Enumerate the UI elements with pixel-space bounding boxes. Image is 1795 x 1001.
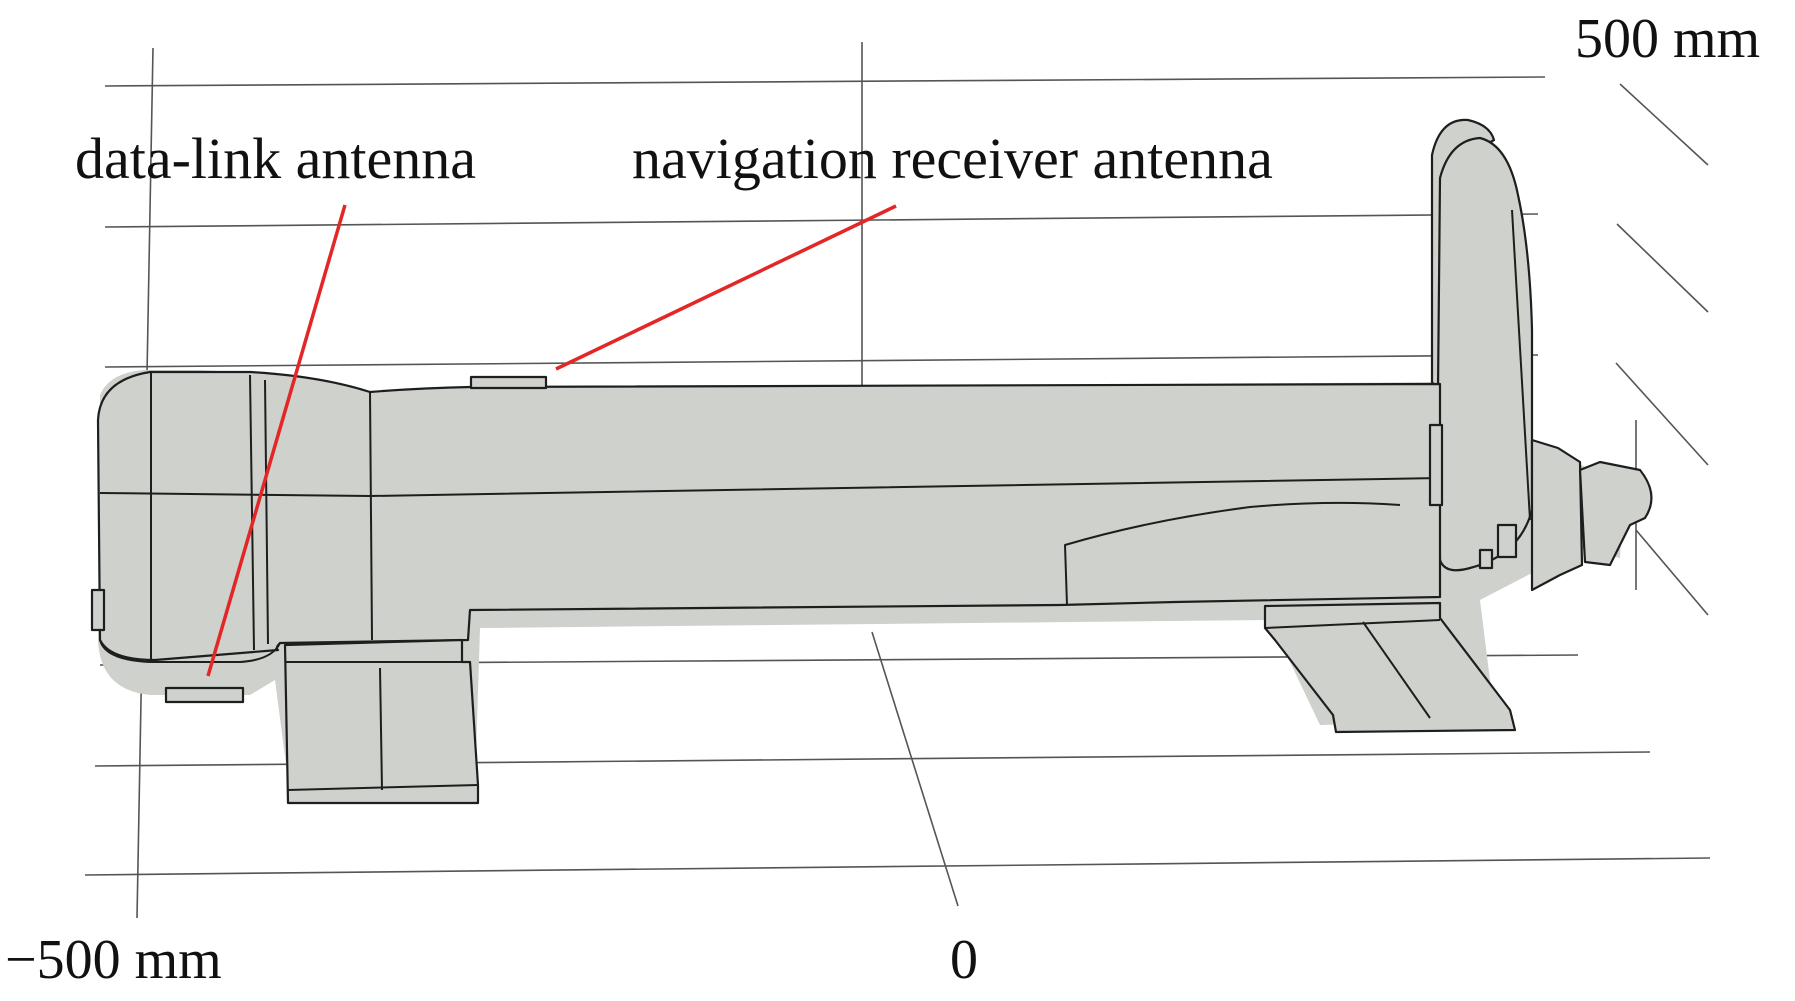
- engine-detail: [1496, 523, 1518, 559]
- grid-line: [1635, 529, 1709, 616]
- grid-line: [1619, 83, 1709, 166]
- panel-line: [264, 379, 269, 645]
- front-tab: [90, 588, 106, 632]
- panel-line: [369, 391, 373, 641]
- axis-label-bottom-center: 0: [950, 929, 978, 991]
- grid-line: [1616, 223, 1709, 313]
- engine-cowling: [1530, 438, 1584, 592]
- data-link-antenna-label: data-link antenna: [75, 126, 476, 191]
- grid-line: [104, 213, 1539, 228]
- navigation-receiver-antenna-label: navigation receiver antenna: [632, 126, 1273, 191]
- engine-nozzle: [1578, 460, 1653, 567]
- grid-line: [84, 857, 1711, 876]
- skid-edge: [1362, 621, 1431, 719]
- engine-detail: [1478, 548, 1494, 570]
- data-link-leader-line: [206, 204, 347, 677]
- tail-fin: [1436, 136, 1534, 572]
- wing-fairing: [1064, 501, 1401, 606]
- rear-landing-skid: [1263, 601, 1517, 734]
- fuselage: [96, 370, 1442, 662]
- nose-pod: [99, 639, 281, 663]
- fin-edge: [1511, 209, 1531, 521]
- navigation-leader-line: [555, 204, 897, 371]
- grid-line: [104, 354, 1539, 368]
- grid-line: [1615, 362, 1709, 466]
- leg-edge: [287, 784, 479, 791]
- leader-lines: [206, 204, 897, 677]
- navigation-antenna-mount: [469, 375, 548, 390]
- tail-tab: [1428, 423, 1444, 507]
- antenna-mount-bottom: [164, 686, 245, 704]
- panel-line: [249, 374, 255, 651]
- leg-edge: [379, 667, 383, 791]
- uav-body: [90, 118, 1653, 805]
- axis-label-top-right: 500 mm: [1575, 8, 1760, 70]
- skid-edge: [1264, 619, 1441, 629]
- axis-label-bottom-left: −500 mm: [5, 929, 222, 991]
- grid-line: [104, 76, 1546, 87]
- grid-line: [871, 631, 959, 907]
